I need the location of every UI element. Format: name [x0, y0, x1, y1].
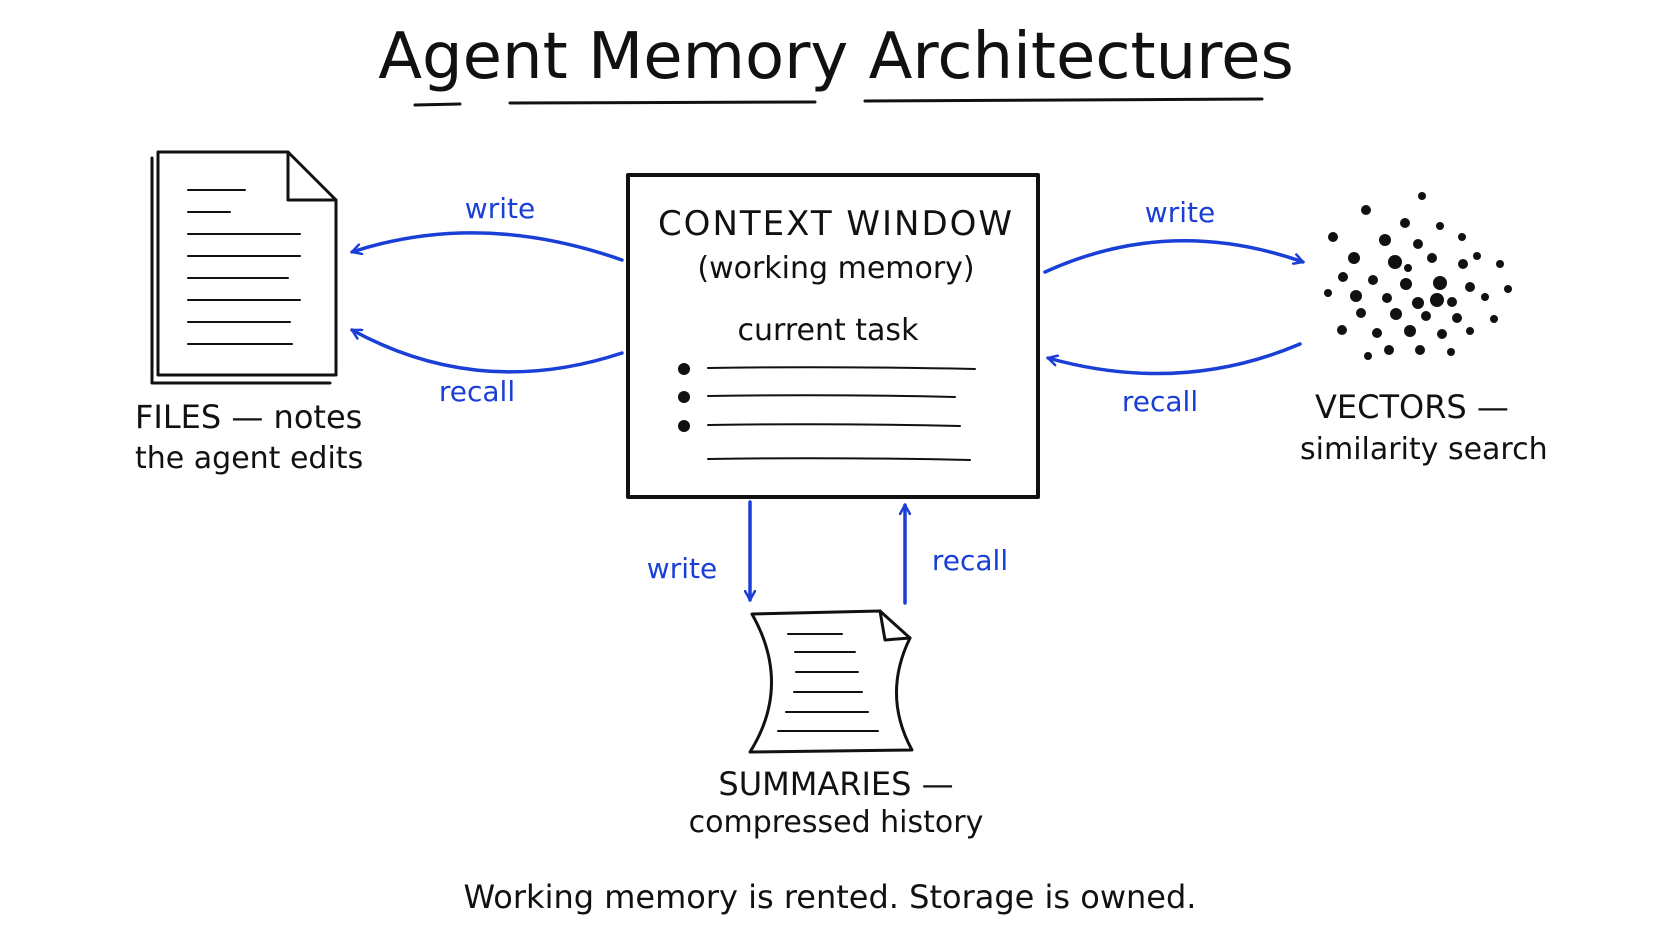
footer-caption: Working memory is rented. Storage is own… [464, 878, 1197, 916]
vector-point [1400, 218, 1410, 228]
vector-point [1384, 345, 1394, 355]
vector-point [1473, 252, 1481, 260]
context-window-subheading: (working memory) [697, 251, 974, 286]
vectors-label: VECTORS — [1315, 388, 1509, 426]
vector-point [1447, 348, 1455, 356]
summaries-description: compressed history [689, 805, 984, 840]
vector-point [1338, 272, 1348, 282]
vector-point [1481, 293, 1489, 301]
task-line [707, 457, 971, 461]
vector-point [1413, 239, 1423, 249]
vector-point [1412, 297, 1424, 309]
vector-point [1361, 205, 1371, 215]
files-recall-arrow [350, 328, 624, 374]
task-line [707, 423, 961, 427]
vector-point [1427, 253, 1437, 263]
task-bullet [678, 391, 690, 403]
task-bullet [678, 363, 690, 375]
vector-point [1368, 275, 1378, 285]
vector-point [1404, 325, 1416, 337]
vector-point [1421, 311, 1431, 321]
vector-point [1324, 289, 1332, 297]
document-icon [150, 150, 338, 385]
vector-point [1436, 222, 1444, 230]
task-line [707, 366, 976, 370]
vector-point [1458, 259, 1468, 269]
scroll-icon [748, 609, 914, 754]
files-description: the agent edits [135, 441, 363, 476]
context-window-heading: CONTEXT WINDOW [658, 204, 1014, 244]
current-task-label: current task [738, 313, 920, 348]
vector-point [1465, 282, 1475, 292]
vector-point [1496, 260, 1504, 268]
vector-point [1372, 328, 1382, 338]
vector-point [1490, 315, 1498, 323]
vector-point [1390, 308, 1402, 320]
vector-point [1415, 345, 1425, 355]
files-label: FILES — notes [135, 398, 362, 436]
files-write-label: write [465, 192, 535, 225]
task-line [707, 394, 956, 398]
summaries-write-label: write [647, 552, 717, 585]
vector-point [1400, 278, 1412, 290]
summaries-recall-label: recall [932, 544, 1008, 577]
page-title: Agent Memory Architectures [378, 20, 1294, 94]
vector-point [1328, 232, 1338, 242]
vector-point [1437, 329, 1447, 339]
context-window-frame [626, 173, 1040, 499]
vector-point [1364, 352, 1372, 360]
vector-point [1418, 192, 1426, 200]
vector-point [1433, 276, 1447, 290]
vectors-recall-arrow [1046, 342, 1302, 376]
files-write-arrow [350, 231, 624, 262]
vectors-write-label: write [1145, 196, 1215, 229]
vector-point [1466, 327, 1474, 335]
vector-point [1356, 308, 1366, 318]
title-underline [413, 97, 1264, 107]
vector-point [1430, 293, 1444, 307]
summaries-label: SUMMARIES — [718, 765, 953, 803]
vector-point [1447, 297, 1457, 307]
vector-point [1504, 285, 1512, 293]
vector-point [1350, 290, 1362, 302]
vector-point [1404, 264, 1412, 272]
vectors-write-arrow [1043, 239, 1305, 274]
vector-point [1452, 313, 1462, 323]
vector-point [1348, 252, 1360, 264]
vector-point [1337, 325, 1347, 335]
vector-point [1379, 234, 1391, 246]
vectors-recall-label: recall [1122, 385, 1198, 418]
context-window: CONTEXT WINDOW (working memory) current … [626, 173, 1040, 499]
vector-cloud-icon [1324, 192, 1512, 360]
files-recall-label: recall [439, 375, 515, 408]
task-bullet [678, 420, 690, 432]
vector-point [1388, 255, 1402, 269]
vectors-description: similarity search [1300, 432, 1548, 467]
vector-point [1458, 233, 1466, 241]
vector-point [1382, 293, 1392, 303]
